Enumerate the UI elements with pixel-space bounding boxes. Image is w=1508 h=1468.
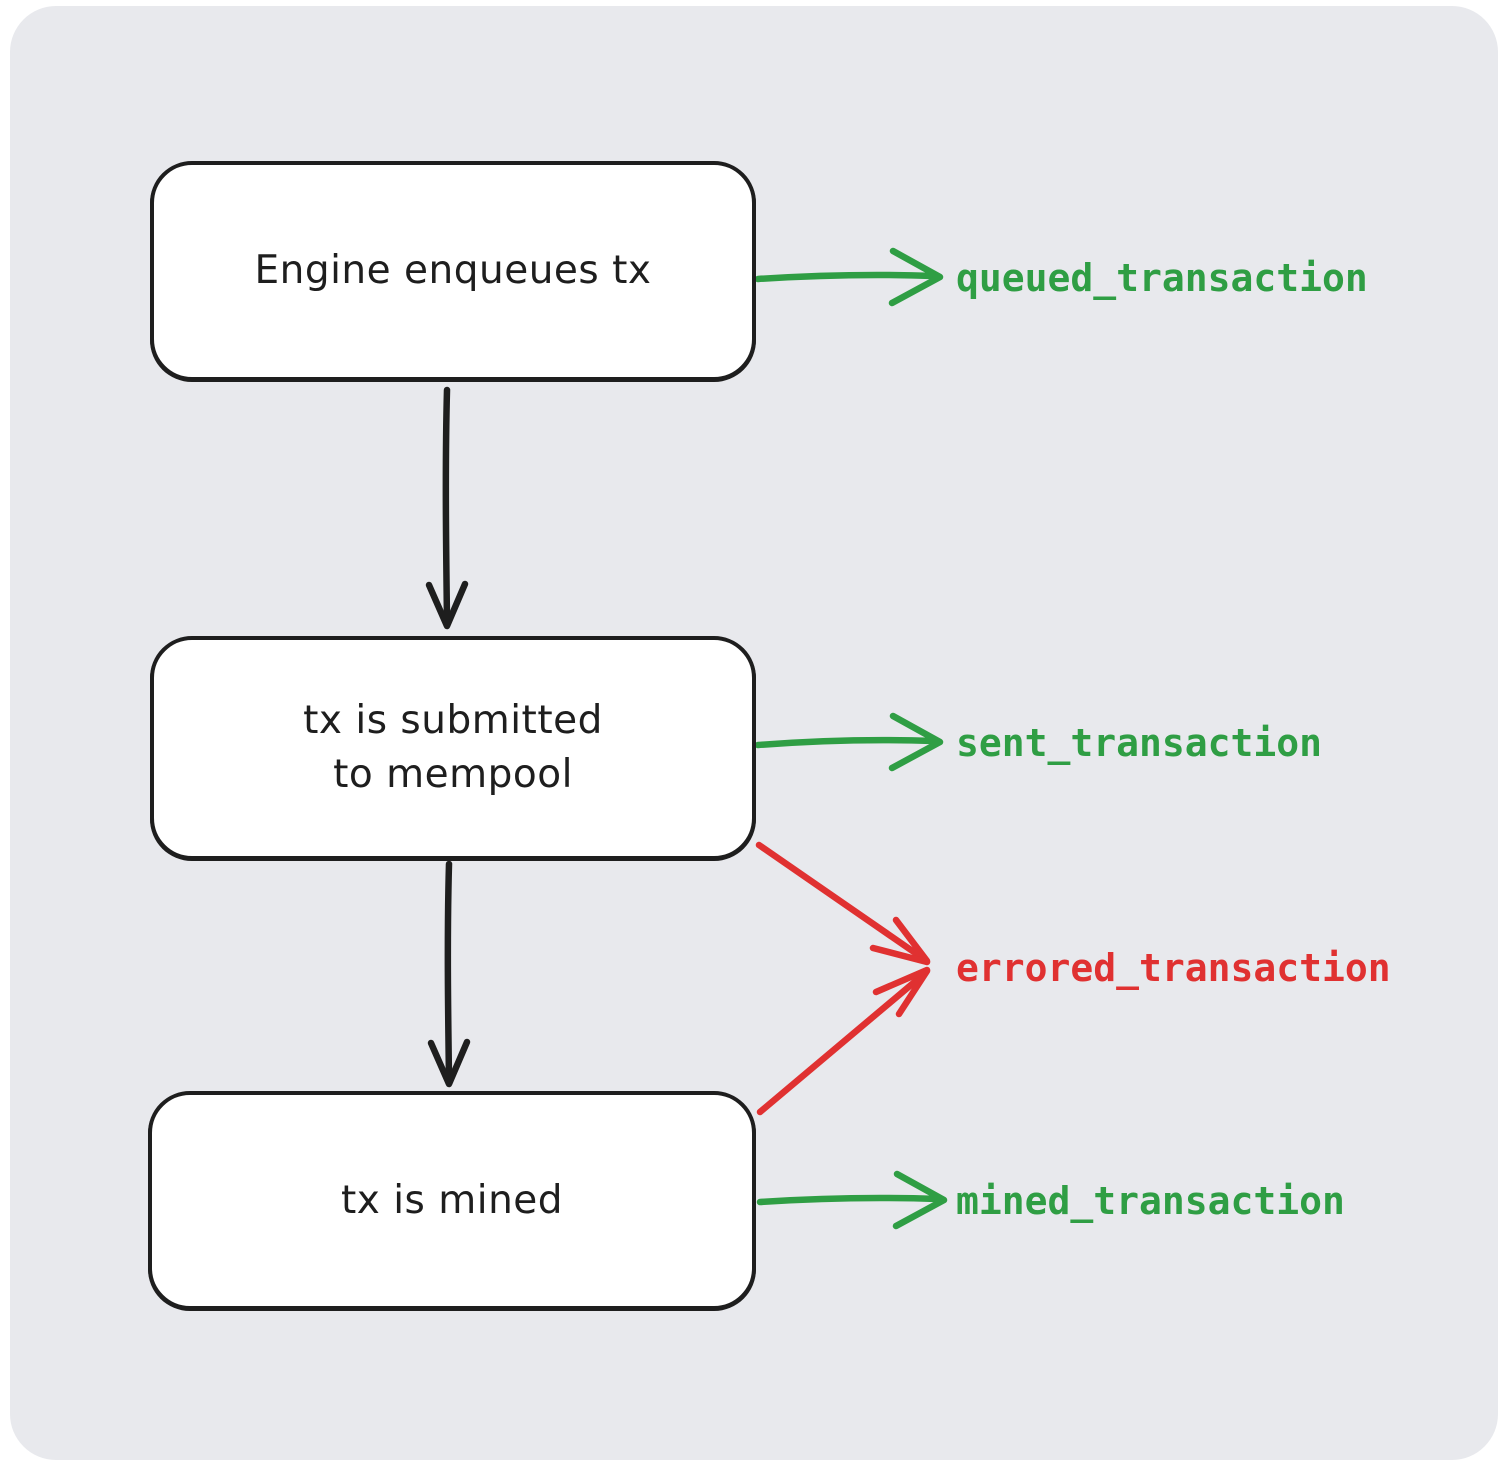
node-engine-enqueues-tx: Engine enqueues tx [150,161,756,381]
node-tx-submitted-to-mempool: tx is submitted to mempool [150,636,756,860]
node-label: Engine enqueues tx [254,248,652,293]
event-label-mined-transaction: mined_transaction [956,1179,1345,1223]
node-label-line: tx is submitted [303,698,603,743]
node-label: tx is mined [340,1177,564,1223]
event-label-queued-transaction: queued_transaction [956,256,1368,300]
node-tx-is-mined: tx is mined [148,1091,756,1310]
event-label-errored-transaction: errored_transaction [956,946,1391,990]
event-label-sent-transaction: sent_transaction [956,721,1323,765]
node-label-line: to mempool [333,752,573,797]
